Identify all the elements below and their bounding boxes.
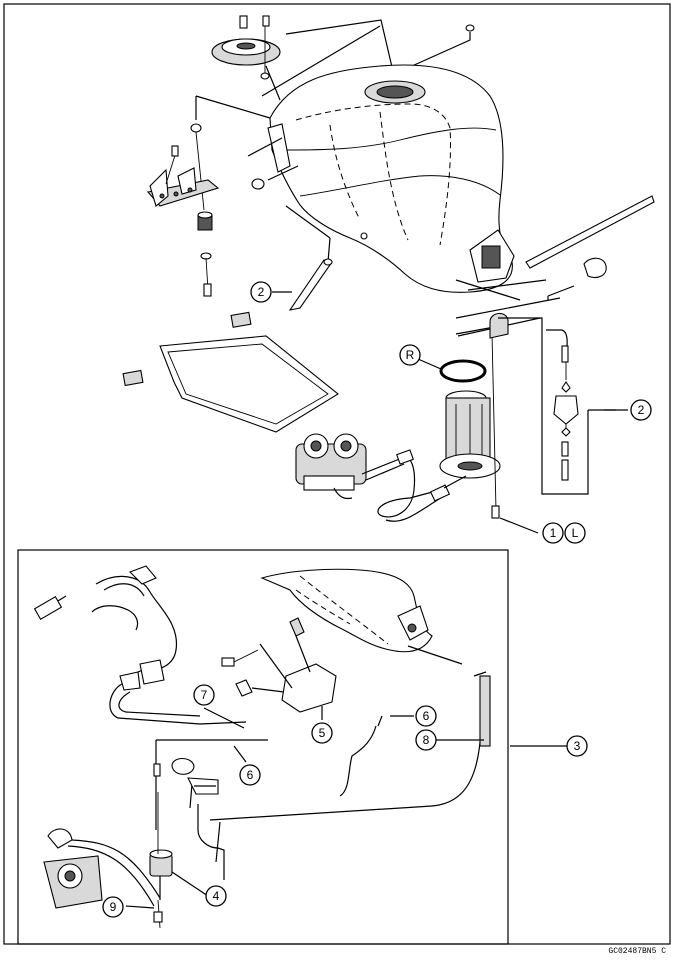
callout-4-label: 4 xyxy=(213,889,220,903)
o-ring xyxy=(439,359,487,383)
callout-6-left: 6 xyxy=(239,764,261,786)
canister xyxy=(221,617,337,713)
throttle-body-upper xyxy=(295,433,367,500)
leader-lines xyxy=(125,291,628,909)
callout-2-right: 2 xyxy=(630,399,652,421)
cap-leader-lines xyxy=(285,19,396,81)
callout-9-label: 9 xyxy=(110,900,117,914)
callout-4: 4 xyxy=(205,885,227,907)
callout-7-label: 7 xyxy=(201,688,208,702)
inset-tank xyxy=(260,568,433,653)
callout-3-label: 3 xyxy=(574,739,581,753)
fuel-tank xyxy=(267,64,515,293)
callout-8-label: 8 xyxy=(423,733,430,747)
figure-code: GC02487BN5 C xyxy=(608,947,666,956)
callout-8: 8 xyxy=(415,729,437,751)
callout-L: L xyxy=(564,522,586,544)
callout-7: 7 xyxy=(193,684,215,706)
callout-R: R xyxy=(399,344,421,366)
callout-5-label: 5 xyxy=(319,726,326,740)
callout-6-right: 6 xyxy=(415,705,437,727)
tank-mount-bracket xyxy=(146,96,220,297)
inset-hoses xyxy=(33,565,491,900)
callout-2-left-label: 2 xyxy=(258,285,265,299)
fuel-pump xyxy=(439,312,509,519)
vent-hose-assembly xyxy=(498,317,616,495)
seat-pad xyxy=(122,311,339,433)
callout-2-left: 2 xyxy=(250,281,272,303)
callout-1: 1 xyxy=(542,522,564,544)
callout-L-label: L xyxy=(572,526,579,540)
inset-frame xyxy=(17,549,509,945)
callout-9: 9 xyxy=(102,896,124,918)
fuel-cap-assembly xyxy=(211,15,281,80)
callout-1-label: 1 xyxy=(550,526,557,540)
callout-6-left-label: 6 xyxy=(247,768,254,782)
throttle-body-lower xyxy=(43,828,163,929)
separator xyxy=(149,763,173,877)
callout-6-right-label: 6 xyxy=(423,709,430,723)
callout-5: 5 xyxy=(311,722,333,744)
fuel-hose-upper xyxy=(361,456,441,518)
callout-2-right-label: 2 xyxy=(638,403,645,417)
callout-3: 3 xyxy=(566,735,588,757)
callout-R-label: R xyxy=(406,348,415,362)
